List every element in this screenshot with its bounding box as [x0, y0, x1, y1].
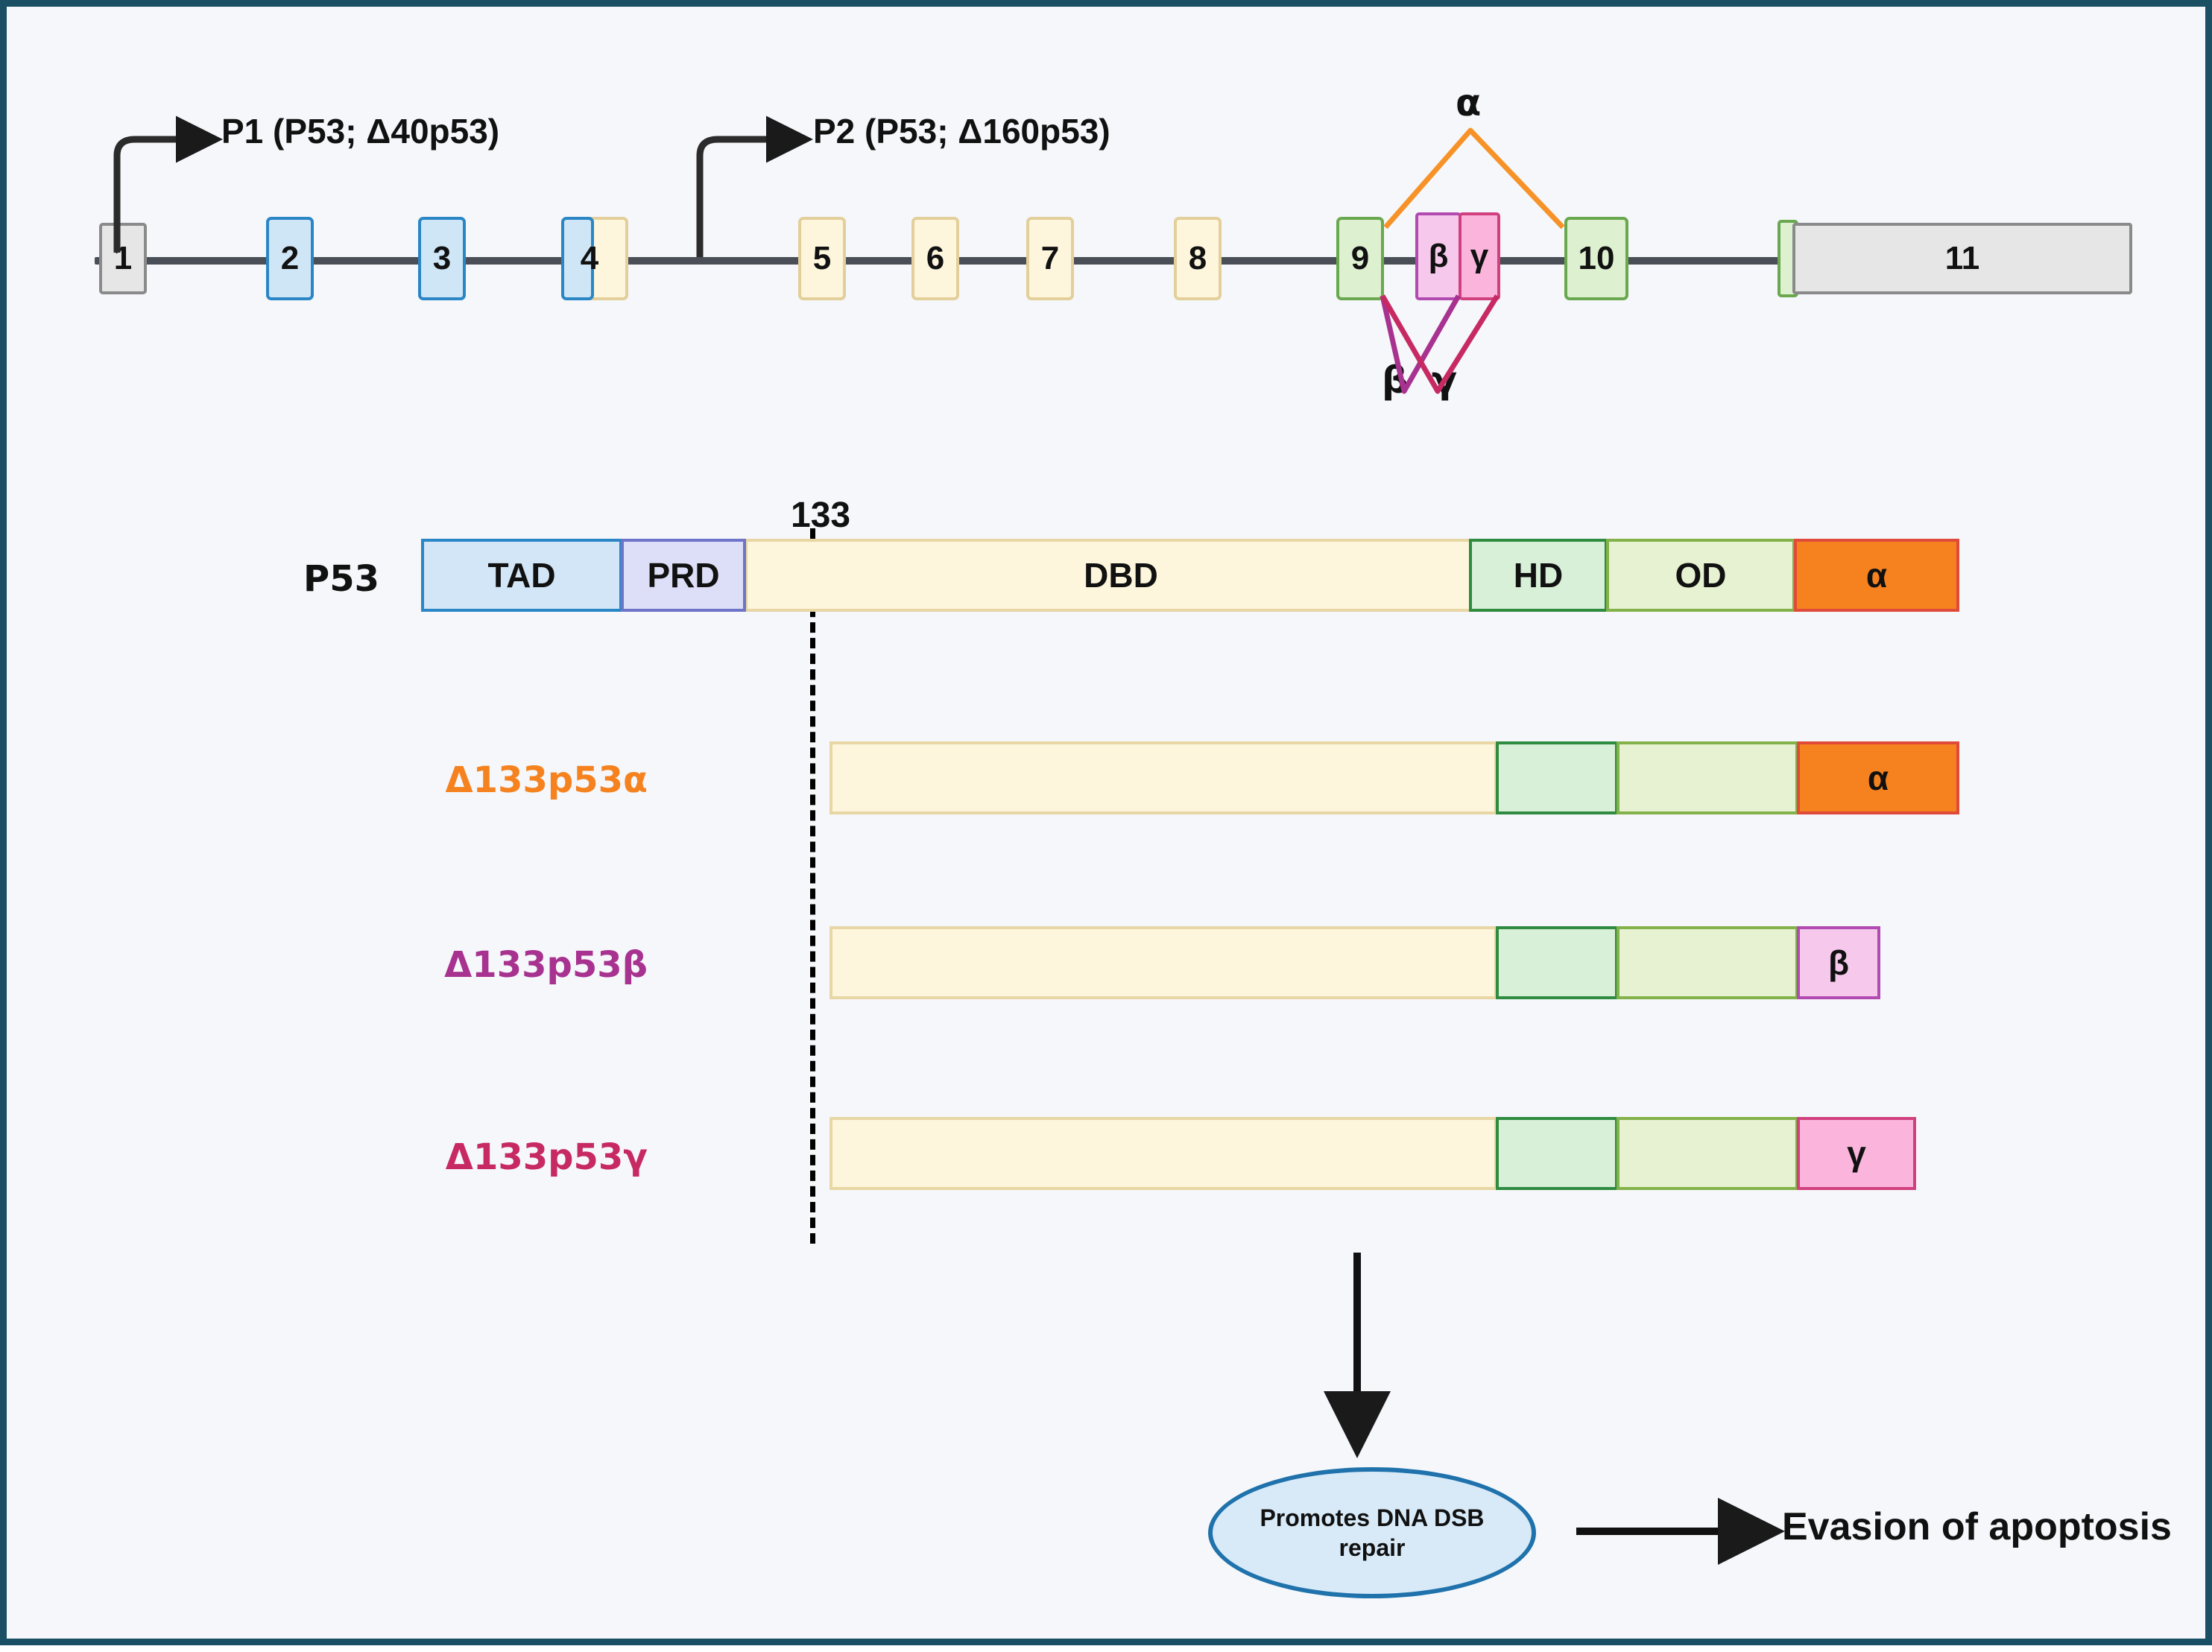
exon-10[interactable]: 10 [1564, 217, 1628, 300]
splice-label-beta: β [1382, 358, 1409, 402]
d133p53b-segment-dbd[interactable] [829, 926, 1497, 999]
exon-9[interactable]: 9 [1336, 217, 1384, 300]
p53-segment-tad[interactable]: TAD [421, 539, 622, 612]
outcome-node-line2: repair [1339, 1534, 1406, 1561]
exon-4[interactable] [561, 217, 594, 300]
p53-segment-dbd[interactable]: DBD [745, 539, 1497, 612]
isoform-label-d133p53b: Δ133p53β [444, 944, 648, 986]
isoform-label-d133p53a: Δ133p53α [445, 759, 648, 801]
promoter-p1-label: P1 (P53; Δ40p53) [221, 112, 500, 151]
p53-segment-alpha[interactable]: α [1794, 539, 1959, 612]
d133p53a-segment-hd[interactable] [1496, 741, 1618, 814]
p53-segment-prd[interactable]: PRD [621, 539, 746, 612]
exon-6[interactable]: 6 [911, 217, 959, 300]
d133p53g-segment-dbd[interactable] [829, 1117, 1497, 1190]
exon-3[interactable]: 3 [418, 217, 466, 300]
d133p53g-segment-od[interactable] [1617, 1117, 1798, 1190]
d133p53g-segment-gamma[interactable]: γ [1797, 1117, 1916, 1190]
d133p53a-segment-od[interactable] [1617, 741, 1798, 814]
d133p53b-segment-beta[interactable]: β [1797, 926, 1880, 999]
residue-133-dashed-line [810, 528, 815, 1244]
exon-4-label: 4 [580, 240, 599, 276]
d133p53b-segment-od[interactable] [1617, 926, 1798, 999]
outcome-node-dsb-repair[interactable]: Promotes DNA DSB repair [1208, 1467, 1536, 1598]
d133p53a-segment-alpha[interactable]: α [1797, 741, 1959, 814]
d133p53b-segment-hd[interactable] [1496, 926, 1618, 999]
p53-segment-hd[interactable]: HD [1469, 539, 1608, 612]
exon-5[interactable]: 5 [798, 217, 846, 300]
isoform-label-d133p53g: Δ133p53γ [445, 1136, 648, 1178]
alt-exon-beta[interactable]: β [1415, 212, 1462, 300]
exon-1[interactable]: 1 [99, 223, 147, 294]
outcome-node-line1: Promotes DNA DSB [1260, 1504, 1485, 1531]
d133p53a-segment-dbd[interactable] [829, 741, 1497, 814]
promoter-p2-label: P2 (P53; Δ160p53) [813, 112, 1110, 151]
splice-label-gamma: γ [1432, 358, 1458, 402]
d133p53g-segment-hd[interactable] [1496, 1117, 1618, 1190]
p53-segment-od[interactable]: OD [1606, 539, 1795, 612]
exon-7[interactable]: 7 [1026, 217, 1074, 300]
exon-11[interactable]: 11 [1792, 223, 2132, 294]
exon-8[interactable]: 8 [1174, 217, 1222, 300]
outcome-evasion-of-apoptosis: Evasion of apoptosis [1782, 1505, 2172, 1548]
position-marker-133: 133 [791, 496, 851, 535]
isoform-label-p53: P53 [303, 558, 379, 600]
splice-label-alpha: α [1456, 81, 1482, 124]
promoter-p2-arrow [696, 115, 813, 257]
alt-exon-gamma[interactable]: γ [1459, 212, 1500, 300]
exon-2[interactable]: 2 [266, 217, 314, 300]
